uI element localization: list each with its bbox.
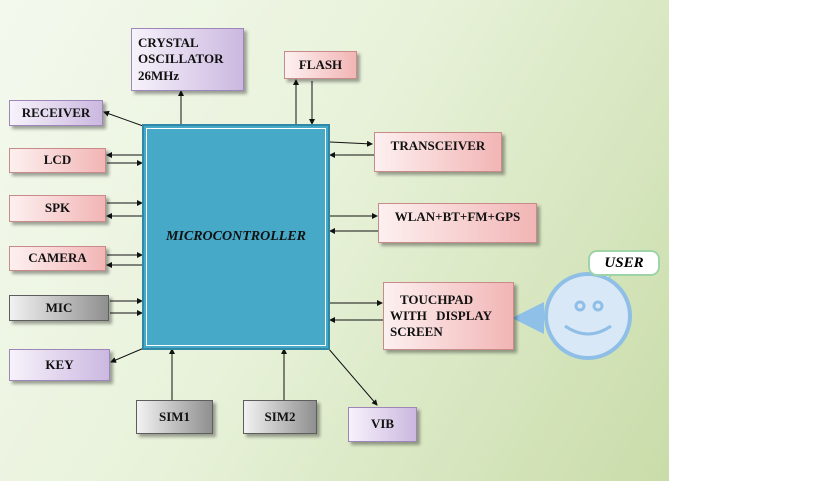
- block-receiver: RECEIVER: [9, 100, 103, 126]
- block-wireless: WLAN+BT+FM+GPS: [378, 203, 537, 243]
- oscillator-line-1: CRYSTAL: [138, 35, 199, 51]
- block-key: KEY: [9, 349, 110, 381]
- block-vib: VIB: [348, 407, 417, 442]
- block-camera: CAMERA: [9, 246, 106, 271]
- block-sim1: SIM1: [136, 400, 213, 434]
- block-crystal-oscillator: CRYSTAL OSCILLATOR 26MHz: [131, 28, 244, 91]
- touchpad-line-1: TOUCHPAD: [400, 291, 474, 307]
- arrow-to-transceiver: [329, 140, 373, 147]
- oscillator-line-3: 26MHz: [138, 67, 180, 83]
- touchpad-line-2: WITH DISPLAY: [390, 307, 492, 323]
- block-lcd: LCD: [9, 148, 106, 173]
- block-touchpad: TOUCHPAD WITH DISPLAY SCREEN: [383, 282, 514, 350]
- oscillator-line-2: OSCILLATOR: [138, 51, 224, 67]
- arrow-vib: [327, 347, 378, 406]
- block-flash: FLASH: [284, 51, 357, 79]
- block-transceiver: TRANSCEIVER: [374, 132, 502, 172]
- user-label: USER: [588, 250, 660, 276]
- block-sim2: SIM2: [243, 400, 317, 434]
- diagram-canvas: [0, 0, 669, 481]
- block-mic: MIC: [9, 295, 109, 321]
- block-microcontroller: MICROCONTROLLER: [142, 124, 330, 350]
- arrow-key: [110, 347, 145, 363]
- arrow-to-receiver: [103, 110, 144, 127]
- smiley-face-icon: [544, 272, 632, 360]
- touchpad-line-3: SCREEN: [390, 324, 443, 340]
- block-spk: SPK: [9, 195, 106, 222]
